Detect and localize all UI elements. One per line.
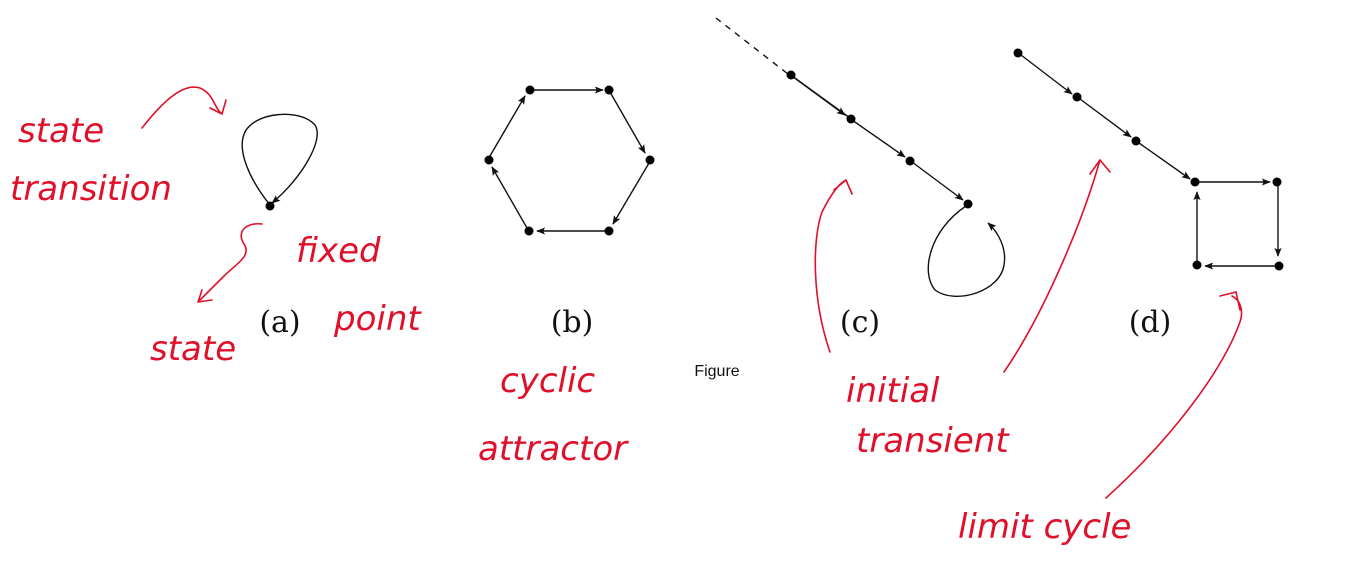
self-loop-edge [927, 205, 1006, 298]
state-node [1272, 177, 1282, 187]
state-node [1131, 136, 1141, 146]
figure-caption: Figure [694, 363, 739, 380]
panel-c-label: (c) [840, 305, 880, 340]
hexagon-edge [609, 91, 646, 154]
annotation-state-transition-line2: transition [10, 169, 172, 209]
transient-edge [791, 75, 846, 116]
annotation-fixed-point-line1: fixed [296, 231, 381, 271]
annotation-limit-cycle: limit cycle [958, 507, 1131, 547]
state-node [963, 199, 973, 209]
panel-d-label: (d) [1129, 305, 1172, 340]
state-node [604, 226, 614, 236]
state-node [786, 70, 796, 80]
panel-c-diagram [715, 17, 1006, 298]
dashed-incoming-trajectory [715, 17, 789, 75]
annotation-state: state [150, 329, 236, 369]
annotation-cyclic-attractor-line2: attractor [478, 429, 629, 469]
annotation-initial-transient-line2: transient [856, 421, 1010, 461]
state-node [604, 85, 614, 95]
state-node [1013, 48, 1023, 58]
panel-a-label: (a) [259, 305, 300, 340]
transient-edge [851, 119, 906, 158]
transient-edge [1079, 98, 1132, 138]
handwritten-annotations: state transition state fixed point cycli… [10, 86, 1243, 547]
state-node [1274, 261, 1284, 271]
annotation-arrow-to-transient-d [1003, 159, 1111, 373]
transient-edge [911, 161, 964, 201]
annotation-initial-transient-line1: initial [846, 371, 940, 411]
annotation-arrow-to-loop [141, 86, 227, 129]
panel-b-diagram [484, 85, 655, 236]
panel-a-diagram [241, 113, 318, 211]
state-node [1192, 260, 1202, 270]
state-node [1072, 92, 1082, 102]
state-node [1190, 177, 1200, 187]
state-node [905, 156, 915, 166]
state-node [524, 226, 534, 236]
state-node [265, 201, 275, 211]
annotation-arrow-to-transient-c [814, 179, 853, 353]
annotation-arrow-to-limit-cycle [1105, 291, 1243, 499]
state-node [484, 155, 494, 165]
annotation-cyclic-attractor-line1: cyclic [500, 361, 595, 401]
hexagon-edge [489, 95, 526, 157]
panel-d-diagram [1013, 48, 1284, 271]
self-loop-edge [241, 113, 318, 206]
state-node [645, 155, 655, 165]
state-node [846, 114, 856, 124]
state-node [525, 85, 535, 95]
annotation-fixed-point-line2: point [333, 299, 422, 339]
annotation-squiggle-arrow-to-node [197, 222, 263, 303]
annotation-state-transition-line1: state [18, 111, 104, 151]
transient-edge [1020, 54, 1073, 95]
hexagon-edge [612, 162, 650, 225]
transient-edge [1138, 142, 1191, 180]
hexagon-edge [491, 166, 528, 229]
panel-b-label: (b) [551, 305, 594, 340]
